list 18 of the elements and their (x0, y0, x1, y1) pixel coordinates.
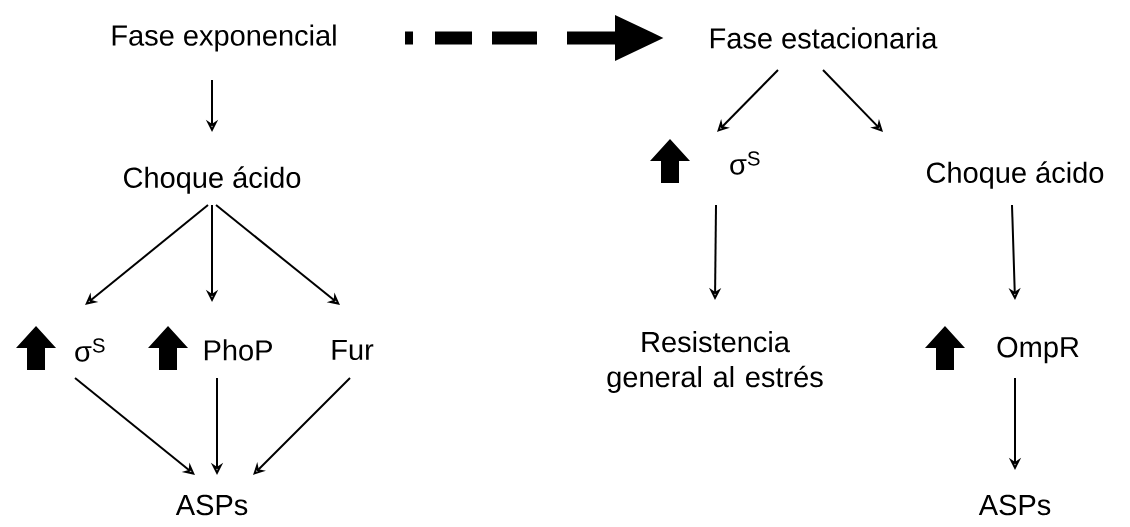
node-label: Choque ácido (124, 166, 301, 194)
node-label: ASPs (978, 494, 1051, 516)
arrow (215, 204, 340, 305)
node-label: Fase estacionaria (710, 27, 938, 49)
node-label: Choque ácido (927, 161, 1104, 189)
node-label: σ$^{S}$ (75, 338, 105, 362)
node-label: Resistencia general al estrés (607, 331, 823, 393)
arrow (822, 69, 883, 132)
arrow (717, 69, 779, 132)
node-label: σ$^{S}$ (730, 151, 760, 175)
node-label: OmpR (997, 336, 1079, 364)
arrow (85, 204, 209, 305)
node-label: PhoP (204, 339, 272, 361)
node-label: Fur (332, 339, 374, 361)
arrow (253, 377, 351, 475)
node-label: Fase exponencial (112, 24, 336, 52)
arrow (74, 377, 195, 475)
node-label: ASPs (175, 494, 248, 516)
